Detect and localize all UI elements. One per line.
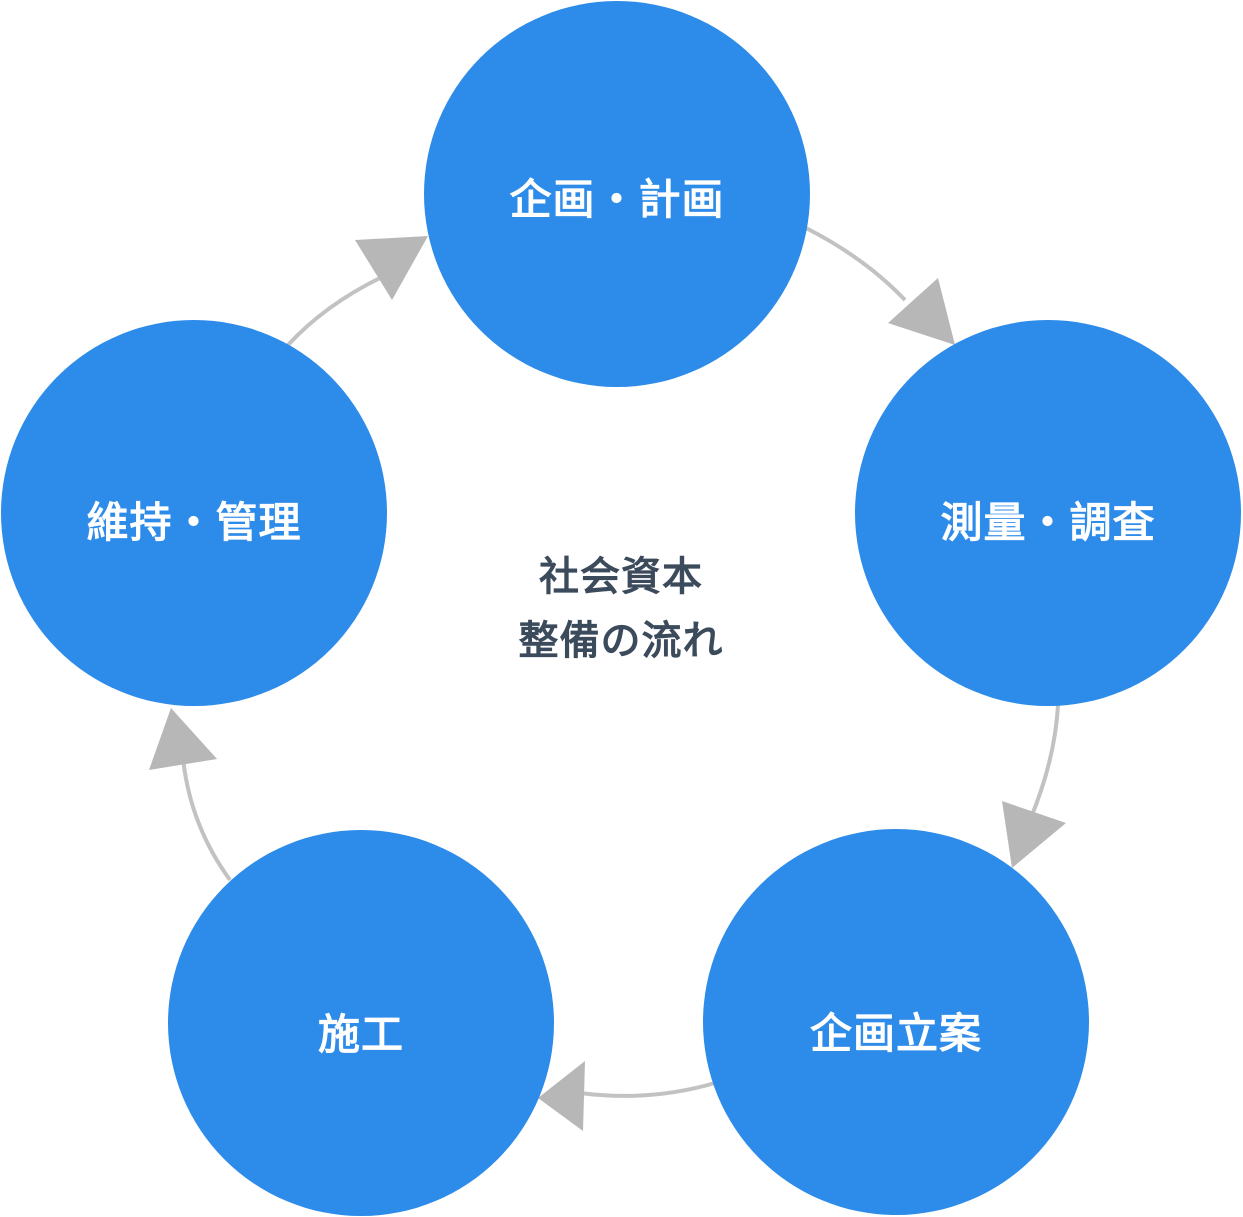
node-label: 維持・管理 bbox=[86, 497, 302, 547]
node-survey: 測量・調査 bbox=[855, 320, 1241, 706]
node-planning: 企画・計画 bbox=[424, 1, 810, 387]
connector-2-3 bbox=[1028, 704, 1060, 821]
node-construction: 施工 bbox=[168, 830, 554, 1216]
connector-3-4 bbox=[579, 1081, 716, 1098]
arrowhead-2-3 bbox=[1002, 801, 1066, 868]
node-label: 測量・調査 bbox=[940, 497, 1156, 547]
center-title: 社会資本 整備の流れ bbox=[421, 545, 821, 673]
node-label: 施工 bbox=[317, 1009, 404, 1059]
connector-1-2 bbox=[805, 226, 907, 302]
node-label: 企画立案 bbox=[809, 1008, 982, 1058]
node-label: 企画・計画 bbox=[509, 174, 725, 224]
center-title-line-2: 整備の流れ bbox=[518, 618, 724, 664]
node-proposal: 企画立案 bbox=[703, 829, 1089, 1215]
arrowhead-1-2 bbox=[888, 278, 955, 345]
node-maintenance: 維持・管理 bbox=[1, 320, 387, 706]
arrowhead-3-4 bbox=[538, 1061, 585, 1131]
arrowhead-5-1 bbox=[355, 236, 428, 300]
connector-4-5 bbox=[181, 757, 232, 882]
connector-5-1 bbox=[286, 276, 381, 347]
center-title-line-1: 社会資本 bbox=[539, 554, 703, 600]
arrowhead-4-5 bbox=[149, 708, 217, 770]
